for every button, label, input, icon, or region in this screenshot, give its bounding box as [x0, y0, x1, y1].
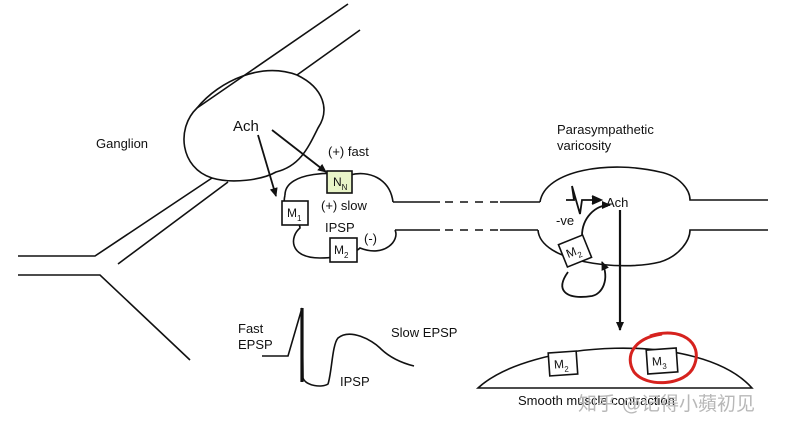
axon-lower-upper-edge	[18, 177, 213, 257]
svg-text:M2: M2	[564, 242, 584, 263]
svg-text:M3: M3	[652, 354, 668, 372]
watermark: 知乎 @记得小蘋初见	[578, 393, 755, 415]
label-minus: (-)	[364, 231, 377, 246]
label-fast: (+) fast	[328, 144, 369, 159]
label-fast-epsp-2: EPSP	[238, 337, 273, 352]
svg-text:M1: M1	[287, 206, 302, 223]
label-slow: (+) slow	[321, 198, 367, 213]
label-slow-epsp: Slow EPSP	[391, 325, 457, 340]
label-ipsp-ganglion: IPSP	[325, 220, 355, 235]
ganglion-neuron	[18, 3, 361, 361]
arrow-m2-feedback	[561, 261, 609, 298]
axon-upper-left-edge	[196, 3, 349, 109]
ganglion-soma	[183, 70, 325, 182]
receptor-m2-varicosity: M2	[557, 233, 593, 269]
label-ipsp-trace: IPSP	[340, 374, 370, 389]
axon-upper-right-edge	[296, 29, 361, 76]
inhibition-marker	[566, 185, 604, 215]
receptor-m3-muscle: M3	[645, 347, 679, 375]
label-varicosity-line2: varicosity	[557, 138, 612, 153]
m3-highlight-circle	[628, 331, 698, 385]
postganglionic-neuron	[283, 172, 540, 259]
svg-text:M2: M2	[554, 357, 570, 375]
receptor-m1-ganglion: M1	[281, 200, 309, 226]
svg-text:NN: NN	[333, 175, 348, 192]
axon-lower-lower-edge	[18, 274, 191, 361]
label-varicosity-line1: Parasympathetic	[557, 122, 654, 137]
label-ach-varicosity: Ach	[606, 195, 628, 210]
receptor-nn: NN	[326, 170, 353, 194]
label-ach-ganglion: Ach	[233, 118, 259, 135]
varicosity-bottom	[537, 229, 768, 267]
arrow-ach-to-m2-var	[581, 201, 611, 237]
receptor-m2-muscle: M2	[547, 350, 579, 377]
label-smooth-muscle: Smooth muscle contraction	[518, 393, 675, 408]
potential-trace	[262, 307, 415, 387]
smooth-muscle-cell	[475, 347, 754, 389]
parasympathetic-varicosity	[537, 166, 768, 267]
svg-text:M2: M2	[334, 243, 349, 260]
label-neg: -ve	[556, 213, 574, 228]
receptor-m2-ganglion: M2	[329, 237, 358, 263]
arrow-ach-to-m1	[257, 134, 278, 197]
label-fast-epsp-1: Fast	[238, 321, 264, 336]
varicosity-top	[539, 166, 768, 203]
axon-lower-inner-edge	[117, 181, 229, 265]
label-ganglion: Ganglion	[96, 136, 148, 151]
arrow-ach-to-nn	[271, 129, 327, 173]
